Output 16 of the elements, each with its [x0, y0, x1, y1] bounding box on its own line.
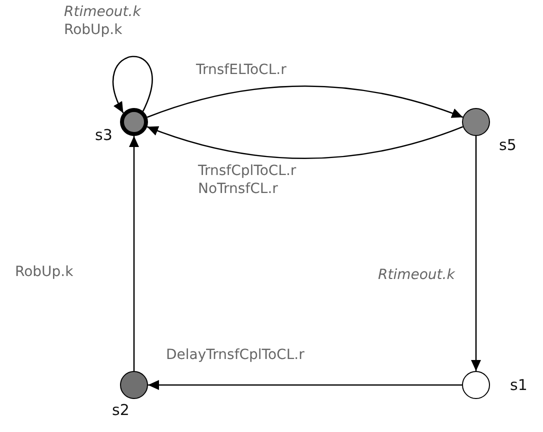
edge-label: DelayTrnsfCplToCL.r	[166, 347, 304, 364]
state-name: s2	[112, 403, 130, 418]
transition-arrow	[471, 136, 481, 371]
state-name: s3	[95, 128, 112, 143]
transition-arrow	[129, 136, 139, 371]
transition-arrow	[146, 86, 464, 118]
state-circle	[120, 371, 148, 399]
state-circle	[462, 108, 490, 136]
transition-arrow	[112, 56, 153, 114]
state-circle	[120, 108, 148, 136]
edge-label: RobUp.k	[15, 264, 74, 282]
state-name: s1	[510, 378, 528, 393]
state-circle	[462, 371, 490, 399]
transition-arrow	[146, 126, 464, 159]
state-name: s5	[499, 138, 516, 153]
transition-arrow	[148, 380, 462, 390]
